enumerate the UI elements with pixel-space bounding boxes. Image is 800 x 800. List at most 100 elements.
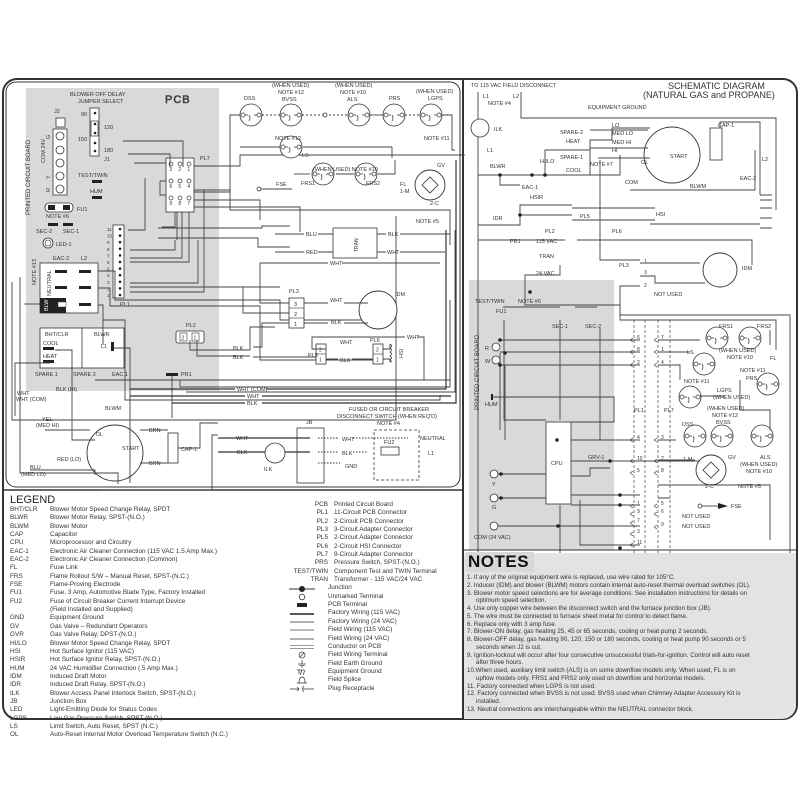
lgps-switch bbox=[419, 103, 443, 127]
test-twin-terminal[interactable] bbox=[92, 180, 102, 183]
legend-desc: Gas Valve – Redundant Operators bbox=[50, 622, 148, 630]
legend-desc: Field Wiring (24 VAC) bbox=[328, 634, 390, 642]
pl2-label: PL2 bbox=[186, 323, 196, 329]
terminal-w[interactable] bbox=[55, 158, 65, 168]
sch-cpu bbox=[545, 421, 572, 505]
disconnect-l1-label: L1 bbox=[428, 451, 434, 457]
sch-cap1 bbox=[709, 127, 723, 161]
sch-eac1-label: EAC-1 bbox=[522, 185, 538, 191]
legend-abbr: OL bbox=[10, 731, 19, 739]
legend-abbr: LGPS bbox=[10, 714, 28, 722]
sch-pl3-not-used: NOT USED bbox=[654, 292, 682, 298]
wire-label-blk-idm: BLK bbox=[331, 320, 342, 326]
sch-note10-frs: NOTE #10 bbox=[727, 355, 753, 361]
neutral-label: NEUTRAL bbox=[47, 270, 53, 296]
inner-frame-left bbox=[5, 81, 461, 488]
pcb-label: PCB bbox=[165, 94, 191, 106]
legend-abbr: PL7 bbox=[316, 551, 328, 559]
wire-label-wht-com-blwm: WHT (COM) bbox=[16, 397, 47, 403]
field-splice-icon bbox=[275, 676, 328, 684]
prs-label: PRS bbox=[389, 96, 401, 102]
sch-frs2-label: FRS2 bbox=[757, 324, 771, 330]
pl1-pin-number: 8 bbox=[107, 247, 110, 252]
legend-desc: Factory Wiring (24 VAC) bbox=[328, 617, 397, 625]
pl7-pin-number: 8 bbox=[178, 201, 181, 207]
pl7-pin-number: 2 bbox=[178, 167, 181, 173]
legend-desc: Equipment Ground bbox=[328, 667, 382, 675]
pl1-pin-number: 6 bbox=[107, 260, 110, 265]
sch-terminal-r[interactable] bbox=[491, 342, 501, 352]
legend-abbr: FSE bbox=[10, 581, 23, 589]
sec1-terminal[interactable] bbox=[63, 223, 73, 226]
sch-terminal-w[interactable] bbox=[491, 355, 501, 365]
blwr-l1-label: L1 bbox=[101, 344, 107, 350]
junction-icon bbox=[275, 584, 328, 592]
legend-abbr: GVR bbox=[10, 631, 24, 639]
terminal-label-r: R bbox=[46, 188, 52, 192]
sch-note10-als: NOTE #10 bbox=[746, 469, 772, 475]
sch-prs-switch bbox=[756, 372, 780, 396]
jumper-j1-label: J1 bbox=[104, 157, 110, 163]
terminal-y[interactable] bbox=[55, 171, 65, 181]
sch-pl7-pin: 8 bbox=[661, 468, 664, 474]
hum-terminal[interactable] bbox=[92, 196, 102, 199]
wire-label-yel-med-hi-2: (MED HI) bbox=[36, 423, 59, 429]
jb-label: JB bbox=[306, 420, 313, 426]
terminal-g[interactable] bbox=[55, 131, 65, 141]
legend-symbol-item: Junction bbox=[275, 584, 437, 592]
sch-gas-valve bbox=[695, 454, 727, 486]
sec2-terminal[interactable] bbox=[48, 223, 58, 226]
sch-test-twin-label: TEST/TWIN bbox=[475, 299, 505, 305]
hum-label: HUM bbox=[90, 189, 103, 195]
legend-desc: 9-Circuit Adapter Connector bbox=[334, 551, 413, 559]
legend-abbr: HSIR bbox=[10, 656, 26, 664]
sch-ilk-label: ILK bbox=[494, 127, 503, 133]
pr1-terminal bbox=[166, 373, 178, 376]
legend-symbol-item: Field Splice bbox=[275, 676, 437, 684]
terminal-com[interactable] bbox=[55, 145, 65, 155]
sch-hi-label: HI bbox=[612, 148, 618, 154]
legend-abbr: LS bbox=[10, 722, 18, 730]
legend-desc: Equipment Ground bbox=[50, 614, 104, 622]
prs-switch bbox=[382, 103, 406, 127]
sch-pcb-shade bbox=[469, 280, 614, 550]
legend-desc: Flame-Proving Electrode bbox=[50, 581, 121, 589]
svg-text:1: 1 bbox=[644, 259, 647, 265]
sch-dss-switch bbox=[683, 424, 707, 448]
when-used-note10: (WHEN USED) NOTE #10 bbox=[313, 167, 378, 173]
fu2-fuse bbox=[380, 446, 400, 456]
sch-lgps-switch bbox=[678, 385, 702, 409]
legend-abbr: HUM bbox=[10, 664, 25, 672]
svg-text:1: 1 bbox=[194, 336, 197, 342]
eac1-label: EAC 1 bbox=[112, 372, 128, 378]
sec2-label: SEC-2 bbox=[36, 229, 52, 235]
pl7-pin-number: 5 bbox=[178, 184, 181, 190]
note-line: upflow models only. FRS1 and FRS2 only u… bbox=[476, 674, 706, 682]
svg-text:2: 2 bbox=[644, 283, 647, 289]
sch-pl5-label: PL5 bbox=[580, 214, 590, 220]
legend-item: LGPS Low Gas Pressure Switch, SPST (N.O.) bbox=[10, 715, 228, 723]
sch-terminal-y[interactable] bbox=[489, 469, 499, 479]
legend-desc: 3-Circuit Adapter Connector bbox=[334, 526, 413, 534]
sch-pl7-pin: 1 bbox=[661, 347, 664, 353]
schematic-title: SCHEMATIC DIAGRAM bbox=[668, 81, 765, 91]
legend-desc: Conductor on PCB bbox=[328, 642, 382, 650]
legend-desc: Low Gas Pressure Switch, SPST (N.O.) bbox=[50, 714, 163, 722]
legend-abbr: BLWR bbox=[10, 514, 28, 522]
als-label: ALS bbox=[347, 97, 358, 103]
legend-symbol-item: Field Wiring Terminal bbox=[275, 651, 437, 659]
sch-lo-label: LO bbox=[612, 123, 620, 129]
blower-off-delay-label-1: BLOWER OFF DELAY bbox=[70, 92, 126, 98]
bvss-switch bbox=[279, 103, 303, 127]
sch-terminal-g[interactable] bbox=[489, 493, 499, 503]
sch-terminal-com[interactable] bbox=[489, 521, 499, 531]
sch-hum-terminal[interactable] bbox=[491, 394, 493, 400]
legend-desc: Junction Box bbox=[50, 697, 87, 705]
svg-text:2: 2 bbox=[319, 348, 322, 354]
terminal-r[interactable] bbox=[55, 184, 65, 194]
